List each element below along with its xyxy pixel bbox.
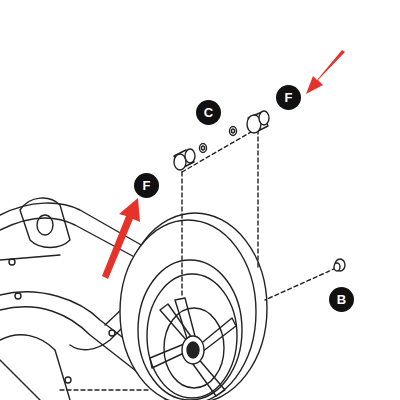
parts: [174, 111, 345, 271]
assembly-lines: [182, 128, 336, 300]
callout-letter: F: [276, 85, 301, 110]
pointer-arrows: [102, 50, 345, 279]
callout-letter: C: [196, 100, 221, 125]
callout-letter: B: [329, 287, 354, 312]
callout-letter: F: [134, 173, 159, 198]
wheel: [120, 213, 267, 400]
